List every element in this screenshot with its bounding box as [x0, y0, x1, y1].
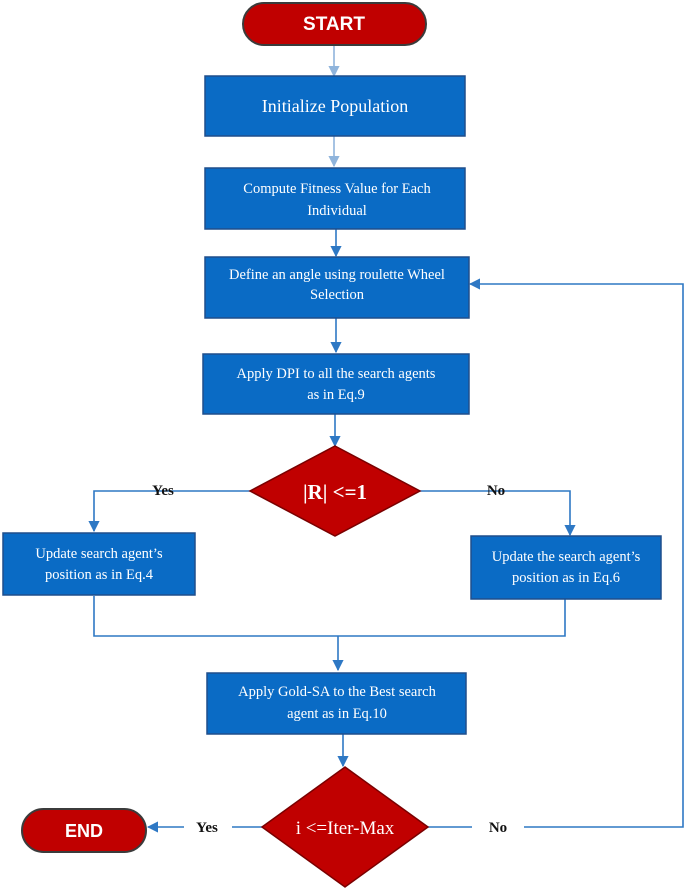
start-label: START: [303, 14, 365, 35]
compute-fitness-box: Compute Fitness Value for Each Individua…: [204, 167, 466, 230]
initialize-population-label: Initialize Population: [262, 96, 408, 116]
update-right-label-line1: Update the search agent’s: [492, 549, 641, 565]
connectors: [88, 45, 684, 833]
arrow-iter-no-loop: [468, 278, 684, 828]
define-angle-label-line2: Selection: [310, 287, 365, 303]
end-label: END: [65, 821, 103, 841]
end-terminal: END: [21, 808, 147, 853]
compute-fitness-label-line1: Compute Fitness Value for Each: [243, 181, 431, 197]
update-left-label-line1: Update search agent’s: [35, 546, 163, 562]
update-right-box: Update the search agent’s position as in…: [470, 535, 662, 600]
decision-r-yes-label: Yes: [152, 483, 174, 499]
start-terminal: START: [242, 2, 427, 46]
decision-iter-yes-label: Yes: [196, 820, 218, 836]
decision-r-label: |R| <=1: [303, 480, 367, 504]
merge-line: [93, 596, 566, 637]
initialize-population-box: Initialize Population: [204, 75, 466, 137]
decision-iter: i <=Iter-Max: [260, 766, 430, 888]
update-left-box: Update search agent’s position as in Eq.…: [2, 532, 196, 596]
arrow-decision-yes-left: [88, 490, 188, 533]
apply-gold-sa-label-line1: Apply Gold-SA to the Best search: [238, 684, 436, 700]
update-left-label-line2: position as in Eq.4: [45, 567, 154, 583]
decision-iter-no-label: No: [489, 820, 507, 836]
arrow-decision-no-right: [466, 490, 576, 537]
apply-gold-sa-label-line2: agent as in Eq.10: [287, 706, 387, 722]
apply-dpi-label-line2: as in Eq.9: [307, 387, 365, 403]
decision-r: |R| <=1: [248, 445, 422, 537]
decision-r-no-label: No: [487, 483, 505, 499]
apply-dpi-label-line1: Apply DPI to all the search agents: [237, 366, 436, 382]
apply-gold-sa-box: Apply Gold-SA to the Best search agent a…: [206, 672, 467, 735]
compute-fitness-label-line2: Individual: [307, 203, 367, 219]
define-angle-box: Define an angle using roulette Wheel Sel…: [204, 256, 470, 319]
apply-dpi-box: Apply DPI to all the search agents as in…: [202, 353, 470, 415]
define-angle-label-line1: Define an angle using roulette Wheel: [229, 267, 445, 283]
decision-iter-label: i <=Iter-Max: [296, 818, 395, 839]
update-right-label-line2: position as in Eq.6: [512, 570, 620, 586]
